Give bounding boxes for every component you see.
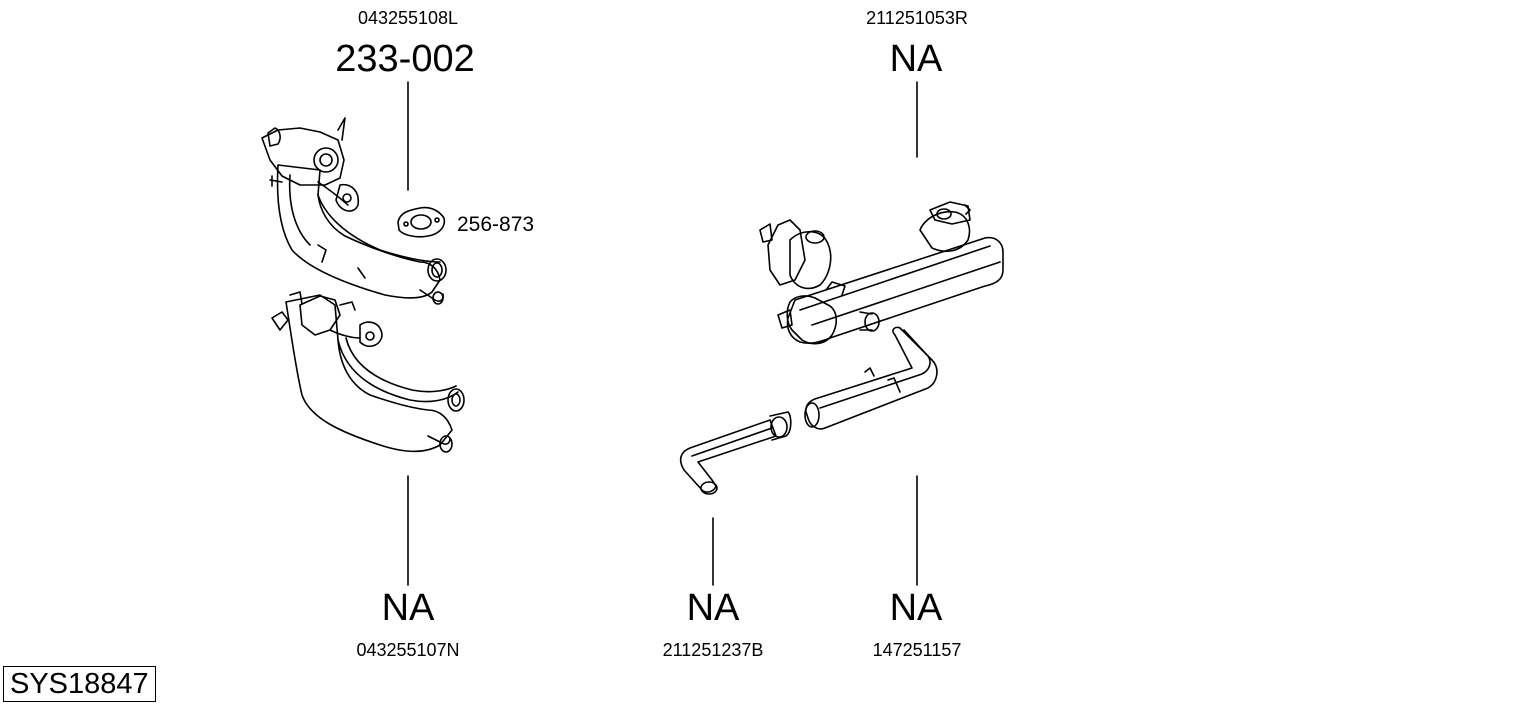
left-muffler-icon (262, 118, 446, 304)
part-oem-number: 211251053R (866, 8, 968, 28)
part-code: NA (381, 587, 435, 629)
part-oem-number: 147251157 (872, 640, 962, 660)
main-muffler-icon (760, 202, 1003, 344)
tailpipe-straight-icon (805, 327, 937, 428)
part-code: NA (889, 38, 943, 80)
part-oem-number: 043255107N (356, 640, 460, 660)
gasket-code: 256-873 (457, 213, 535, 236)
left-muffler-lower-icon (272, 292, 464, 452)
part-code: NA (686, 587, 740, 629)
system-id-box: SYS18847 (3, 666, 156, 702)
part-code: 233-002 (335, 38, 475, 80)
part-code: NA (889, 587, 943, 629)
gasket-icon (398, 208, 444, 237)
tailpipe-bent-icon (681, 412, 791, 494)
part-oem-number: 043255108L (357, 8, 459, 28)
part-oem-number: 211251237B (662, 640, 764, 660)
